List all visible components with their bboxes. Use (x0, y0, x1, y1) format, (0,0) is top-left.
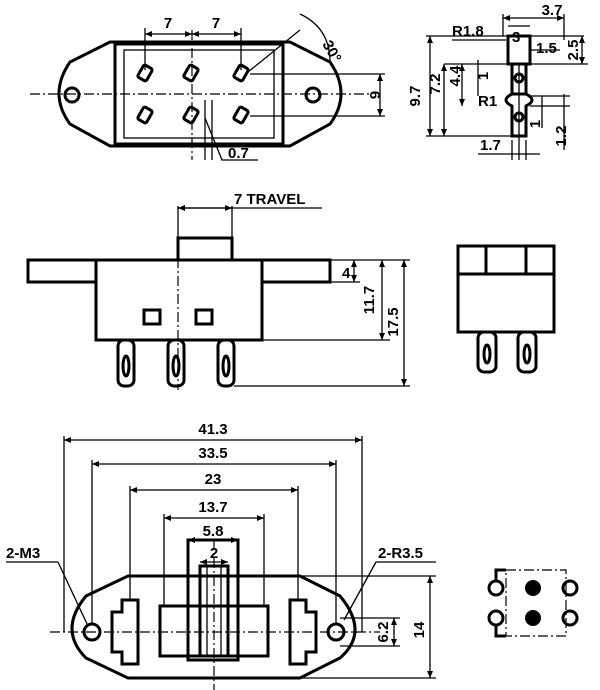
dim-23: 23 (205, 471, 222, 488)
label-2-r3-5: 2-R3.5 (378, 545, 423, 562)
bottom-view: 41.3 33.5 23 13.7 5.8 2 2-M3 2-R3.5 6.2 … (6, 421, 436, 690)
dim-6-2: 6.2 (375, 622, 392, 643)
label-2-m3: 2-M3 (6, 545, 40, 562)
side-detail-view: 3.7 3 1.5 2.5 R1.8 R1 9.7 7.2 4.4 1 1 1.… (407, 2, 588, 160)
dim-pitch-left: 7 (164, 15, 172, 32)
dim-3-7: 3.7 (542, 2, 563, 19)
dim-front-11-7: 11.7 (361, 286, 378, 314)
front-flange-left (26, 258, 98, 284)
dim-5-8: 5.8 (203, 523, 224, 540)
top-view: 7 7 30° 6 0.7 (30, 13, 385, 162)
dim-4-4: 4.4 (447, 65, 464, 87)
radius-bottom: R1 (478, 93, 497, 110)
end-view (456, 244, 556, 374)
dim-1-5: 1.5 (536, 40, 557, 57)
dim-3: 3 (512, 29, 520, 46)
top-mount-hole-left (63, 86, 81, 104)
dim-33-5: 33.5 (198, 445, 227, 462)
dim-1-left: 1 (475, 72, 492, 80)
dim-7-2: 7.2 (427, 74, 444, 95)
dim-row-spacing: 6 (366, 91, 383, 99)
front-pins (116, 338, 236, 388)
front-body (94, 258, 264, 342)
front-flange-right (260, 258, 332, 284)
dim-pitch-right: 7 (212, 15, 220, 32)
dim-2: 2 (210, 545, 218, 562)
dim-2-5: 2.5 (565, 40, 582, 61)
dim-pin-thickness: 0.7 (228, 145, 249, 162)
dim-front-4: 4 (342, 265, 351, 282)
dim-14: 14 (411, 621, 428, 638)
dim-1-right: 1 (527, 120, 544, 128)
dim-9-7: 9.7 (407, 86, 424, 107)
dim-1-2: 1.2 (553, 126, 570, 147)
top-view-pins (136, 63, 250, 125)
front-view: 7 TRAVEL 4 11.7 17.5 (26, 191, 410, 390)
dim-angle: 30° (319, 38, 345, 66)
travel-label: 7 TRAVEL (234, 191, 305, 208)
top-mount-hole-right (304, 86, 322, 104)
front-actuator (176, 236, 234, 262)
dim-front-17-5: 17.5 (385, 307, 402, 336)
radius-top: R1.8 (452, 23, 484, 40)
dim-13-7: 13.7 (198, 499, 227, 516)
switch-schematic (487, 568, 579, 638)
dim-41-3: 41.3 (198, 421, 227, 438)
dim-1-7: 1.7 (480, 137, 501, 154)
